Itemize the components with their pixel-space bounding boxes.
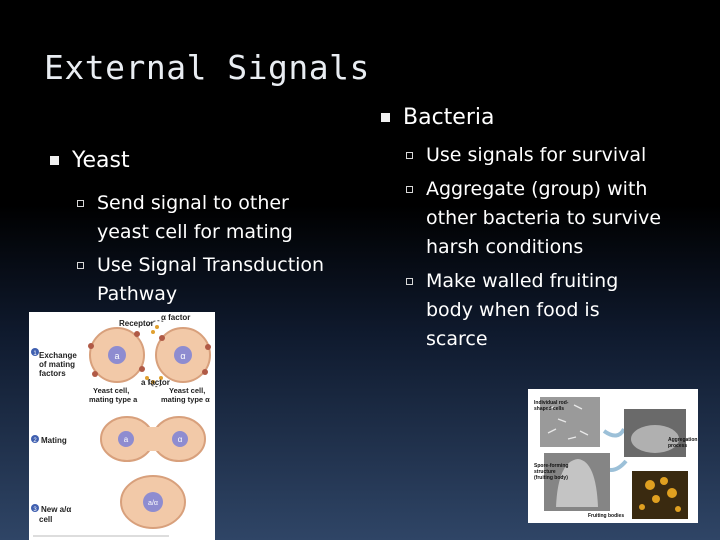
receptor-label: Receptor bbox=[119, 319, 154, 328]
alpha-factor-label: α factor bbox=[161, 313, 190, 322]
mating-cells: a α bbox=[100, 416, 206, 462]
bacteria-item-3: Make walled fruiting body when food is s… bbox=[406, 267, 701, 354]
bact-label-1: Individual rod-shaped cells bbox=[534, 400, 569, 412]
bact-label-2: Aggregation inprocess bbox=[668, 437, 698, 449]
bacteria-item-2: Aggregate (group) with other bacteria to… bbox=[406, 175, 701, 262]
svg-text:Yeast cell,mating type a: Yeast cell,mating type a bbox=[89, 386, 138, 404]
cell-alpha-top: α bbox=[155, 327, 211, 383]
svg-text:1: 1 bbox=[33, 351, 37, 357]
yeast-item-1-text: Send signal to other yeast cell for mati… bbox=[97, 192, 293, 243]
bullet-hollow-square-icon bbox=[77, 262, 84, 269]
bacteria-heading: Bacteria bbox=[403, 105, 495, 130]
svg-text:α: α bbox=[178, 435, 183, 444]
a-factor-label: a factor bbox=[141, 378, 170, 387]
bacteria-heading-row: Bacteria bbox=[381, 104, 701, 132]
svg-text:a: a bbox=[124, 435, 129, 444]
bacteria-item-2-text: Aggregate (group) with other bacteria to… bbox=[426, 178, 662, 258]
slide-title: External Signals bbox=[44, 48, 370, 87]
bacteria-fruiting-figure: Individual rod-shaped cells Aggregation … bbox=[528, 389, 698, 523]
svg-text:a: a bbox=[114, 351, 119, 361]
bullet-hollow-square-icon bbox=[77, 200, 84, 207]
fruiting-body-diagram: Individual rod-shaped cells Aggregation … bbox=[534, 397, 698, 519]
svg-text:Yeast cell,mating type α: Yeast cell,mating type α bbox=[161, 386, 210, 404]
bullet-hollow-square-icon bbox=[406, 152, 413, 159]
step2-label: Mating bbox=[41, 436, 67, 445]
cell-a-top: a bbox=[89, 327, 145, 383]
yeast-item-1: Send signal to other yeast cell for mati… bbox=[77, 189, 360, 247]
bacteria-item-1-text: Use signals for survival bbox=[426, 144, 647, 166]
yeast-mating-figure: a α Receptor α factor a factor Yeast cel… bbox=[29, 312, 215, 540]
yeast-item-2-text: Use Signal Transduction Pathway bbox=[97, 254, 325, 305]
bullet-square-icon bbox=[50, 156, 59, 165]
bullet-hollow-square-icon bbox=[406, 186, 413, 193]
bacteria-item-1: Use signals for survival bbox=[406, 141, 701, 170]
bacteria-item-3-text: Make walled fruiting body when food is s… bbox=[426, 270, 619, 350]
yeast-heading: Yeast bbox=[72, 148, 130, 173]
new-cell: a/α bbox=[120, 475, 186, 529]
yeast-column: Yeast Send signal to other yeast cell fo… bbox=[50, 147, 360, 309]
bacteria-column: Bacteria Use signals for survival Aggreg… bbox=[381, 104, 701, 354]
bullet-square-icon bbox=[381, 113, 390, 122]
svg-text:α: α bbox=[180, 351, 185, 361]
yeast-mating-diagram: a α Receptor α factor a factor Yeast cel… bbox=[31, 313, 211, 537]
svg-text:3: 3 bbox=[33, 507, 37, 513]
yeast-heading-row: Yeast bbox=[50, 147, 360, 175]
yeast-item-2: Use Signal Transduction Pathway bbox=[77, 251, 360, 309]
svg-text:2: 2 bbox=[33, 438, 37, 444]
bact-label-4: Fruiting bodies bbox=[588, 513, 624, 519]
bullet-hollow-square-icon bbox=[406, 278, 413, 285]
svg-text:a/α: a/α bbox=[148, 500, 158, 507]
